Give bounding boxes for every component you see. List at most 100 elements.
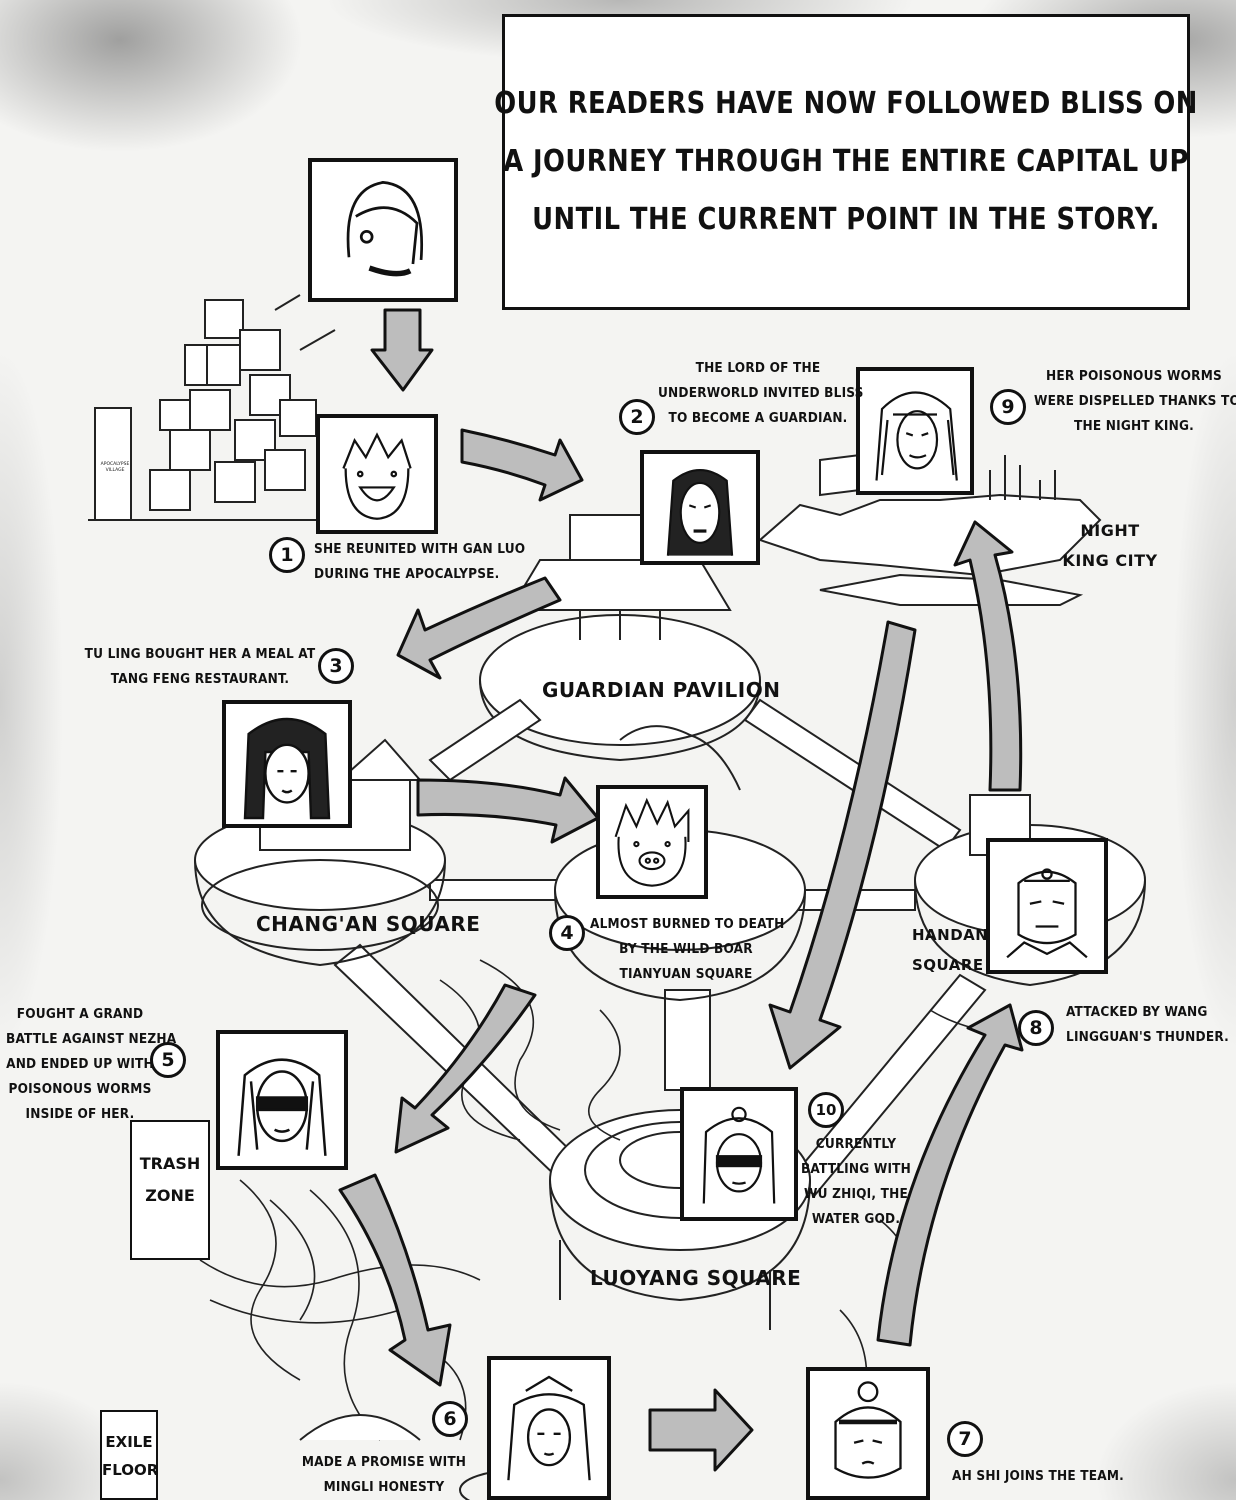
apocalypse-village-ruins (88, 294, 336, 521)
step-number-1: 1 (269, 537, 305, 573)
caption-step-3: TU LING BOUGHT HER A MEAL AT TANG FENG R… (80, 642, 320, 692)
caption-line: THE LORD OF THE (695, 360, 821, 376)
arrow-5-to-6 (338, 1173, 452, 1387)
arrow-3-to-4 (416, 776, 600, 844)
title-text: OUR READERS HAVE NOW FOLLOWED BLISS ON A… (494, 75, 1197, 249)
night-king-face-icon (875, 391, 958, 481)
caption-line: TU LING BOUGHT HER A MEAL AT (84, 646, 316, 662)
caption-line: UNDERWORLD INVITED BLISS (658, 385, 864, 401)
underworld-lord-portrait (640, 450, 760, 565)
label-line: VILLAGE (105, 468, 125, 473)
night-king-city-label: NIGHT KING CITY (1060, 516, 1160, 576)
caption-line: HER POISONOUS WORMS (1046, 368, 1222, 384)
step-number-4: 4 (549, 915, 585, 951)
caption-line: WATER GOD. (811, 1211, 901, 1227)
gan-luo-portrait (316, 414, 438, 534)
caption-line: LINGGUAN'S THUNDER. (1066, 1029, 1229, 1045)
arrow-2-to-3 (396, 576, 562, 680)
caption-line: TO BECOME A GUARDIAN. (668, 410, 848, 426)
step-number-3: 3 (318, 648, 354, 684)
nezha-face-icon (237, 1058, 327, 1156)
caption-line: BATTLE AGAINST NEZHA (6, 1031, 177, 1047)
changan-square-label: CHANG'AN SQUARE (256, 912, 481, 936)
exile-floor-sign: EXILE FLOOR (100, 1410, 158, 1500)
tu-ling-face-icon (243, 717, 331, 820)
handan-square-label: HANDAN SQUARE (912, 920, 989, 980)
caption-line: TIANYUAN SQUARE (619, 966, 753, 982)
caption-line: WU ZHIQI, THE (803, 1186, 908, 1202)
caption-line: SHE REUNITED WITH GAN LUO (314, 541, 526, 557)
label-line: NIGHT (1080, 521, 1140, 540)
caption-line: ATTACKED BY WANG (1066, 1004, 1208, 1020)
nezha-portrait (216, 1030, 348, 1170)
caption-line: MINGLI HONESTY (323, 1479, 445, 1495)
wang-lingguan-portrait (986, 838, 1108, 974)
label-line: KING CITY (1062, 551, 1158, 570)
ah-shi-portrait (806, 1367, 930, 1500)
label-line: ZONE (145, 1186, 195, 1205)
caption-line: MADE A PROMISE WITH (301, 1454, 467, 1470)
caption-step-1: SHE REUNITED WITH GAN LUO DURING THE APO… (314, 537, 525, 587)
caption-line: ALMOST BURNED TO DEATH (590, 916, 785, 932)
arrow-1-to-2 (460, 428, 584, 502)
caption-line: WERE DISPELLED THANKS TO (1034, 393, 1236, 409)
caption-line: POISONOUS WORMS (8, 1081, 152, 1097)
arrow-9-to-10 (768, 620, 917, 1070)
step-number-5: 5 (150, 1042, 186, 1078)
arrow-6-to-7 (648, 1388, 754, 1472)
wild-boar-portrait (596, 785, 708, 899)
caption-line: AH SHI JOINS THE TEAM. (952, 1468, 1124, 1484)
arrow-4-to-5 (394, 983, 537, 1154)
gan-luo-face-icon (342, 432, 412, 520)
wild-boar-face-icon (614, 797, 690, 887)
route-arrows (338, 308, 1024, 1472)
caption-step-9: HER POISONOUS WORMS WERE DISPELLED THANK… (1034, 364, 1236, 439)
caption-step-10: CURRENTLY BATTLING WITH WU ZHIQI, THE WA… (796, 1132, 916, 1232)
bliss-portrait (308, 158, 458, 302)
label-line: FLOOR (102, 1461, 159, 1479)
caption-line: CURRENTLY (815, 1136, 897, 1152)
label-line: HANDAN (912, 926, 989, 944)
title-line-2: A JOURNEY THROUGH THE ENTIRE CAPITAL UP (503, 144, 1189, 179)
trash-zone-sign: TRASH ZONE (130, 1120, 210, 1260)
caption-line: THE NIGHT KING. (1074, 418, 1194, 434)
label-line: EXILE (105, 1433, 153, 1451)
caption-line: AND ENDED UP WITH (6, 1056, 154, 1072)
guardian-pavilion-label: GUARDIAN PAVILION (542, 678, 781, 702)
caption-step-6: MADE A PROMISE WITH MINGLI HONESTY (284, 1450, 484, 1500)
underworld-lord-face-icon (666, 468, 734, 556)
caption-step-4: ALMOST BURNED TO DEATH BY THE WILD BOAR … (590, 912, 785, 987)
wu-zhiqi-face-icon (702, 1106, 776, 1204)
step-number-7: 7 (947, 1421, 983, 1457)
night-king-portrait (856, 367, 974, 495)
caption-line: DURING THE APOCALYPSE. (314, 566, 500, 582)
step-number-2: 2 (619, 399, 655, 435)
caption-line: INSIDE OF HER. (25, 1106, 135, 1122)
caption-step-2: THE LORD OF THE UNDERWORLD INVITED BLISS… (658, 356, 864, 431)
step-number-9: 9 (990, 389, 1026, 425)
title-box: OUR READERS HAVE NOW FOLLOWED BLISS ON A… (494, 14, 1197, 310)
arrow-8-to-9 (953, 520, 1023, 792)
step-number-6: 6 (432, 1401, 468, 1437)
bliss-face-icon (346, 181, 424, 277)
caption-step-5: FOUGHT A GRAND BATTLE AGAINST NEZHA AND … (6, 1002, 177, 1127)
label-line: SQUARE (912, 956, 984, 974)
caption-line: FOUGHT A GRAND (16, 1006, 144, 1022)
caption-step-7: AH SHI JOINS THE TEAM. (952, 1464, 1124, 1489)
night-king-city-skyline (758, 453, 1102, 606)
caption-line: BY THE WILD BOAR (619, 941, 753, 957)
caption-line: BATTLING WITH (800, 1161, 912, 1177)
mingli-portrait (487, 1356, 611, 1500)
wu-zhiqi-portrait (680, 1087, 798, 1221)
arrow-down-1 (370, 308, 434, 392)
ah-shi-face-icon (834, 1381, 902, 1479)
title-line-1: OUR READERS HAVE NOW FOLLOWED BLISS ON (494, 86, 1198, 121)
wang-lingguan-face-icon (1006, 868, 1088, 959)
caption-step-8: ATTACKED BY WANG LINGGUAN'S THUNDER. (1066, 1000, 1229, 1050)
label-line: APOCALYPSE (100, 462, 130, 467)
mingli-face-icon (507, 1375, 591, 1481)
arrow-7-to-8 (876, 1003, 1024, 1347)
caption-line: TANG FENG RESTAURANT. (110, 671, 290, 687)
luoyang-square-label: LUOYANG SQUARE (590, 1266, 802, 1290)
step-number-10: 10 (808, 1092, 844, 1128)
